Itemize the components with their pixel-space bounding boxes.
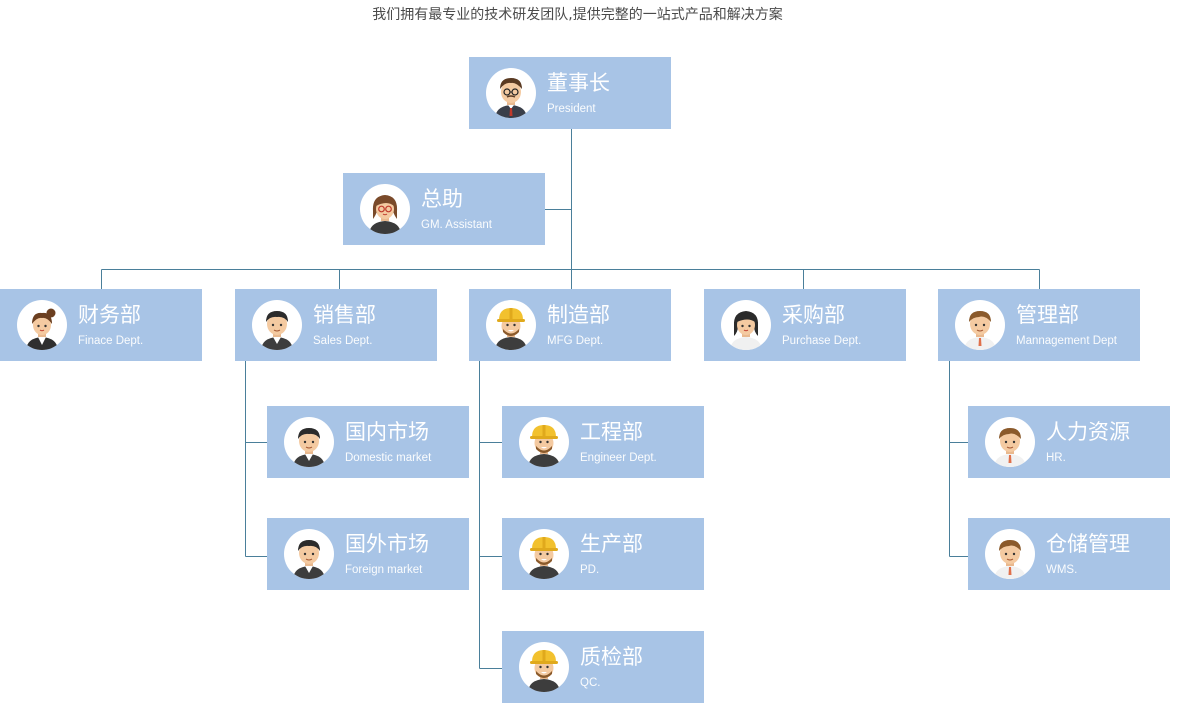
node-subtitle: HR. <box>1046 452 1066 464</box>
node-title: 销售部 <box>313 303 376 327</box>
node-title: 生产部 <box>580 532 643 556</box>
node-subtitle: WMS. <box>1046 564 1078 576</box>
qc-dept-node: 质检部 QC. <box>502 631 704 703</box>
node-subtitle: Purchase Dept. <box>782 335 862 347</box>
domestic-market-node: 国内市场 Domestic market <box>267 406 469 478</box>
hardhat-worker-avatar-icon <box>519 529 569 579</box>
node-subtitle: Sales Dept. <box>313 335 373 347</box>
sales-dept-node: 销售部 Sales Dept. <box>235 289 437 361</box>
node-title: 人力资源 <box>1046 420 1130 444</box>
node-title: 仓储管理 <box>1046 532 1130 556</box>
man-avatar-icon <box>284 529 334 579</box>
purchase-dept-node: 采购部 Purchase Dept. <box>704 289 906 361</box>
node-subtitle: Finace Dept. <box>78 335 144 347</box>
finance-dept-node: 财务部 Finace Dept. <box>0 289 202 361</box>
node-subtitle: GM. Assistant <box>421 219 492 231</box>
assistant-node: 总助 GM. Assistant <box>343 173 545 245</box>
production-dept-node: 生产部 PD. <box>502 518 704 590</box>
hardhat-worker-avatar-icon <box>486 300 536 350</box>
hr-node: 人力资源 HR. <box>968 406 1170 478</box>
node-subtitle: MFG Dept. <box>547 335 604 347</box>
node-subtitle: Engineer Dept. <box>580 452 657 464</box>
woman-avatar-icon <box>721 300 771 350</box>
man-avatar-icon <box>955 300 1005 350</box>
node-subtitle: Domestic market <box>345 452 432 464</box>
man-avatar-icon <box>284 417 334 467</box>
node-title: 国内市场 <box>345 420 429 444</box>
node-title: 财务部 <box>78 303 141 327</box>
node-title: 董事长 <box>547 71 610 95</box>
node-title: 管理部 <box>1016 303 1079 327</box>
mfg-dept-node: 制造部 MFG Dept. <box>469 289 671 361</box>
node-title: 国外市场 <box>345 532 429 556</box>
hardhat-worker-avatar-icon <box>519 417 569 467</box>
man-avatar-icon <box>985 417 1035 467</box>
node-subtitle: President <box>547 103 596 115</box>
node-title: 采购部 <box>782 303 845 327</box>
page-subtitle: 我们拥有最专业的技术研发团队,提供完整的一站式产品和解决方案 <box>372 7 783 23</box>
node-title: 总助 <box>421 187 463 211</box>
node-subtitle: PD. <box>580 564 600 576</box>
man-avatar-icon <box>985 529 1035 579</box>
node-subtitle: QC. <box>580 677 601 689</box>
node-title: 工程部 <box>580 420 643 444</box>
woman-bun-avatar-icon <box>17 300 67 350</box>
node-title: 质检部 <box>580 645 643 669</box>
woman-glasses-avatar-icon <box>360 184 410 234</box>
node-subtitle: Foreign market <box>345 564 423 576</box>
node-subtitle: Mannagement Dept <box>1016 335 1118 347</box>
man-glasses-avatar-icon <box>486 68 536 118</box>
man-avatar-icon <box>252 300 302 350</box>
engineer-dept-node: 工程部 Engineer Dept. <box>502 406 704 478</box>
management-dept-node: 管理部 Mannagement Dept <box>938 289 1140 361</box>
foreign-market-node: 国外市场 Foreign market <box>267 518 469 590</box>
node-title: 制造部 <box>547 303 610 327</box>
wms-node: 仓储管理 WMS. <box>968 518 1170 590</box>
hardhat-worker-avatar-icon <box>519 642 569 692</box>
president-node: 董事长 President <box>469 57 671 129</box>
